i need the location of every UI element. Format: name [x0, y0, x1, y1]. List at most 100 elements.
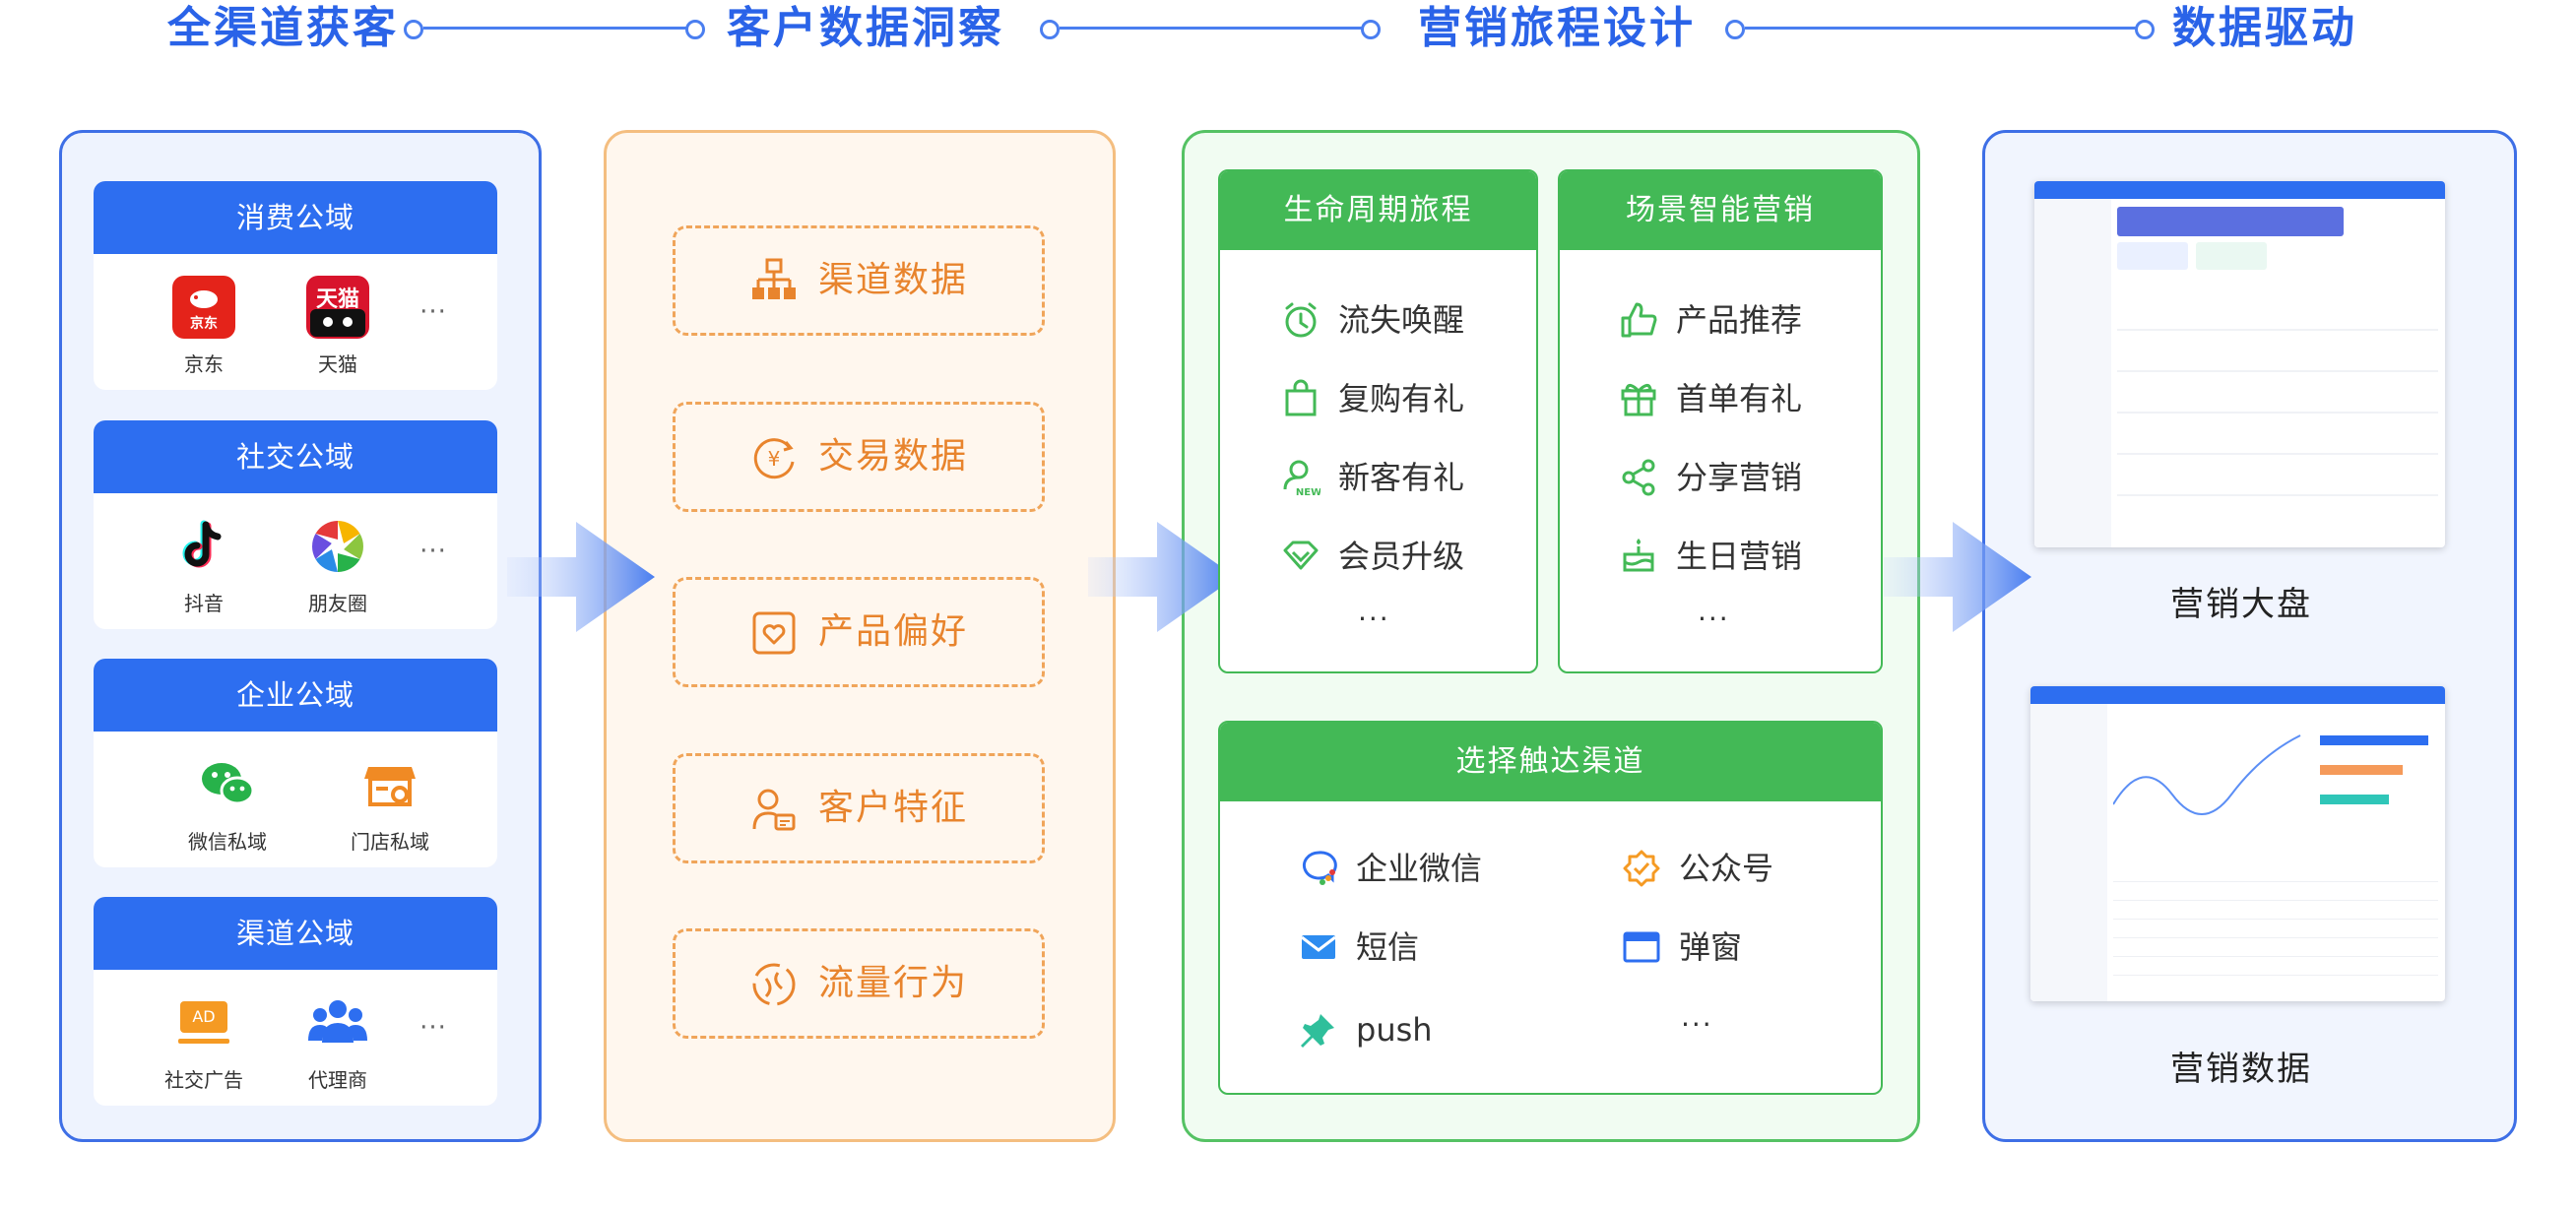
data-box-customer: 客户特征: [673, 753, 1045, 863]
data-box-label: 交易数据: [818, 436, 969, 477]
source-label: 京东: [184, 352, 224, 376]
new-user-icon: NEW: [1283, 460, 1320, 497]
step-connector-dot: [1361, 20, 1381, 39]
store-shape: [364, 767, 416, 806]
dashboard-topbar: [2034, 181, 2445, 199]
step-connector-line: [423, 27, 689, 30]
dashboard-bar: [2320, 765, 2403, 775]
data-box-preference: 产品偏好: [673, 577, 1045, 687]
dashboard-bar: [2320, 735, 2428, 745]
more-indicator: ···: [419, 297, 447, 327]
item-label: 分享营销: [1676, 459, 1803, 496]
source-label: 代理商: [308, 1068, 367, 1092]
output-label-marketing-data: 营销数据: [2170, 1050, 2312, 1089]
svg-text:¥: ¥: [768, 447, 781, 471]
push-pin-icon: [1301, 1014, 1334, 1048]
source-social-ads: AD 社交广告: [135, 991, 273, 1093]
source-tmall: 天猫 天猫: [269, 276, 407, 377]
step-connector-dot: [404, 20, 423, 39]
source-moments: 朋友圈: [269, 515, 407, 616]
tmall-logo-icon: 天猫: [306, 276, 369, 339]
new-badge-text: NEW: [1296, 487, 1320, 497]
jd-logo-text: 京东: [190, 316, 218, 332]
hierarchy-icon: [752, 258, 796, 299]
source-card-social: 社交公域 抖音 朋友圈: [94, 420, 497, 629]
more-indicator: ···: [419, 537, 447, 566]
step-connector-dot: [2135, 20, 2155, 39]
dashboard-activity-grid: [2117, 289, 2438, 536]
source-store-private: 门店私域: [321, 753, 459, 855]
item-label: 企业微信: [1356, 850, 1483, 887]
agent-group-shape: [308, 1000, 367, 1043]
popup-window-icon: [1623, 931, 1660, 963]
source-card-channel: 渠道公域 AD 社交广告 代理商 ···: [94, 897, 497, 1106]
item-label: 首单有礼: [1676, 380, 1803, 417]
item-label: 生日营销: [1676, 538, 1803, 575]
wechat-bubbles: [202, 763, 255, 805]
store-icon: [358, 753, 421, 816]
sms-envelope-icon: [1301, 935, 1336, 959]
dashboard-banner: [2117, 207, 2344, 236]
source-label: 朋友圈: [308, 592, 367, 615]
yuan-cycle-icon: ¥: [753, 438, 795, 479]
thumbs-up-icon: [1621, 302, 1657, 338]
alarm-clock-icon: [1285, 302, 1317, 338]
item-label: 产品推荐: [1676, 301, 1803, 339]
step-connector-dot: [1040, 20, 1060, 39]
ad-underline: [178, 1039, 229, 1044]
wechat-icon: [196, 753, 259, 816]
item-label: 短信: [1356, 928, 1420, 966]
source-label: 社交广告: [164, 1068, 243, 1092]
data-box-label: 产品偏好: [818, 611, 969, 652]
step-title-3: 营销旅程设计: [1418, 3, 1696, 53]
item-label: 新客有礼: [1338, 459, 1465, 496]
share-icon: [1622, 459, 1655, 496]
step-title-2: 客户数据洞察: [727, 3, 1004, 53]
card-title: 场景智能营销: [1560, 171, 1881, 250]
more-indicator: ···: [1681, 1008, 1713, 1041]
flow-arrow-3: [1884, 522, 2031, 632]
more-indicator: ···: [1358, 603, 1390, 635]
marketing-data-dashboard: [2030, 686, 2445, 1001]
scene-marketing-card: 场景智能营销 产品推荐 首单有礼 分享营销 生日营销 ···: [1558, 169, 1883, 673]
dashboard-sidebar: [2034, 199, 2111, 547]
item-label: 流失唤醒: [1338, 301, 1465, 339]
birthday-cake-icon: [1623, 539, 1654, 572]
user-card-icon: [752, 789, 796, 831]
step-title-4: 数据驱动: [2172, 3, 2357, 53]
douyin-note-icon: [182, 520, 222, 568]
step-connector-dot: [685, 20, 705, 39]
customer-data-panel: [604, 130, 1116, 1142]
more-indicator: ···: [1698, 603, 1730, 635]
jd-logo-icon: 京东: [172, 276, 235, 339]
data-box-channel: 渠道数据: [673, 225, 1045, 336]
dashboard-line-chart: [2113, 734, 2301, 815]
step-connector-line: [1060, 27, 1365, 30]
source-card-title: 社交公域: [94, 420, 497, 493]
flow-arrow-2: [1088, 522, 1236, 632]
flow-arrow-1: [507, 522, 655, 632]
more-indicator: ···: [419, 1013, 447, 1043]
source-jd: 京东 京东: [135, 276, 273, 377]
shopping-bag-icon: [1285, 379, 1317, 416]
source-card-title: 消费公域: [94, 181, 497, 254]
ad-badge-text: AD: [192, 1007, 216, 1026]
heart-card-icon: [752, 611, 796, 655]
agent-group-icon: [306, 991, 369, 1054]
source-douyin: 抖音: [135, 515, 273, 616]
source-card-consumer: 消费公域 京东 京东 天猫 天猫 ···: [94, 181, 497, 390]
source-card-title: 渠道公域: [94, 897, 497, 970]
output-label-marketing-overview: 营销大盘: [2170, 585, 2312, 624]
data-box-transaction: ¥ 交易数据: [673, 402, 1045, 512]
item-label: push: [1356, 1011, 1433, 1049]
source-label: 微信私域: [188, 830, 267, 854]
data-box-label: 客户特征: [818, 788, 969, 828]
dashboard-data-table: [2113, 863, 2438, 982]
dashboard-metric-card: [2117, 242, 2188, 270]
ad-icon: AD: [172, 991, 235, 1054]
item-label: 会员升级: [1338, 538, 1465, 575]
ad-badge: [180, 1001, 227, 1033]
marketing-overview-dashboard: [2034, 181, 2445, 547]
source-label: 天猫: [318, 352, 357, 376]
source-wechat-private: 微信私域: [159, 753, 296, 855]
